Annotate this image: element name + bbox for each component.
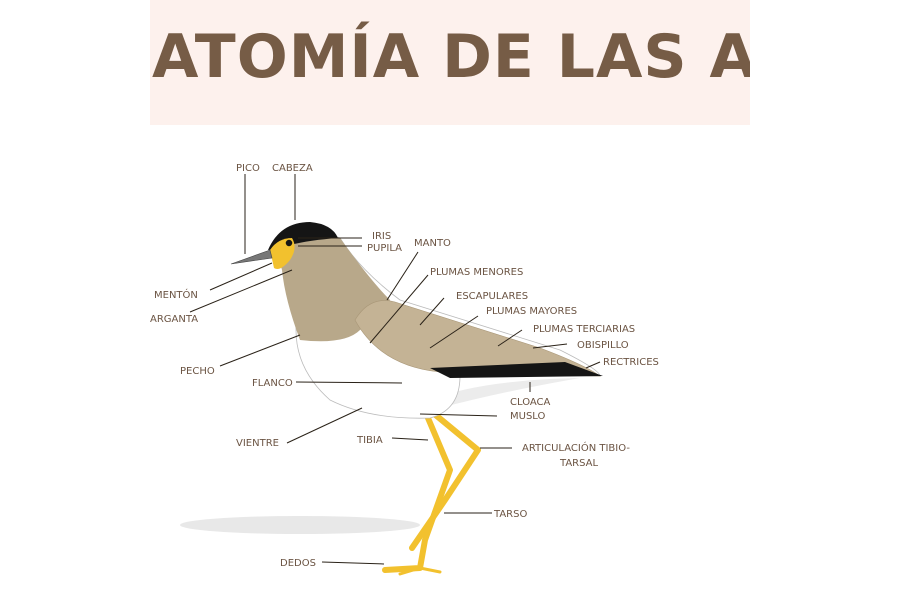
label-cloaca: CLOACA [510, 397, 551, 408]
primary-feathers [430, 362, 603, 378]
label-vientre: VIENTRE [236, 438, 279, 449]
eye [284, 238, 294, 248]
label-plumas-terciarias: PLUMAS TERCIARIAS [533, 324, 635, 335]
label-pico: PICO [236, 163, 260, 174]
label-arganta: ARGANTA [150, 314, 198, 325]
label-rectrices: RECTRICES [603, 357, 659, 368]
leader-lines [189, 174, 601, 565]
label-muslo: MUSLO [510, 411, 546, 422]
label-menton: MENTÓN [154, 288, 198, 301]
label-tarso: TARSO [493, 509, 527, 520]
label-pecho: PECHO [180, 366, 215, 377]
label-pupila: PUPILA [367, 243, 402, 254]
legs [382, 409, 481, 576]
tail-shadow [430, 378, 580, 408]
label-plumas-mayores: PLUMAS MAYORES [486, 306, 577, 317]
label-flanco: FLANCO [252, 378, 293, 389]
label-iris: IRIS [372, 231, 391, 242]
title-banner: ATOMÍA DE LAS AV [150, 0, 750, 125]
ground-shadow [180, 516, 420, 534]
label-plumas-menores: PLUMAS MENORES [430, 267, 523, 278]
label-articulacion-2: TARSAL [559, 458, 598, 469]
label-tibia: TIBIA [356, 435, 383, 446]
beak [230, 249, 273, 265]
page-title: ATOMÍA DE LAS AV [152, 22, 750, 92]
label-cabeza: CABEZA [272, 163, 313, 174]
label-obispillo: OBISPILLO [577, 340, 629, 351]
label-dedos: DEDOS [280, 558, 316, 569]
label-manto: MANTO [414, 238, 451, 249]
label-escapulares: ESCAPULARES [456, 291, 528, 302]
label-articulacion-1: ARTICULACIÓN TIBIO- [522, 441, 630, 454]
